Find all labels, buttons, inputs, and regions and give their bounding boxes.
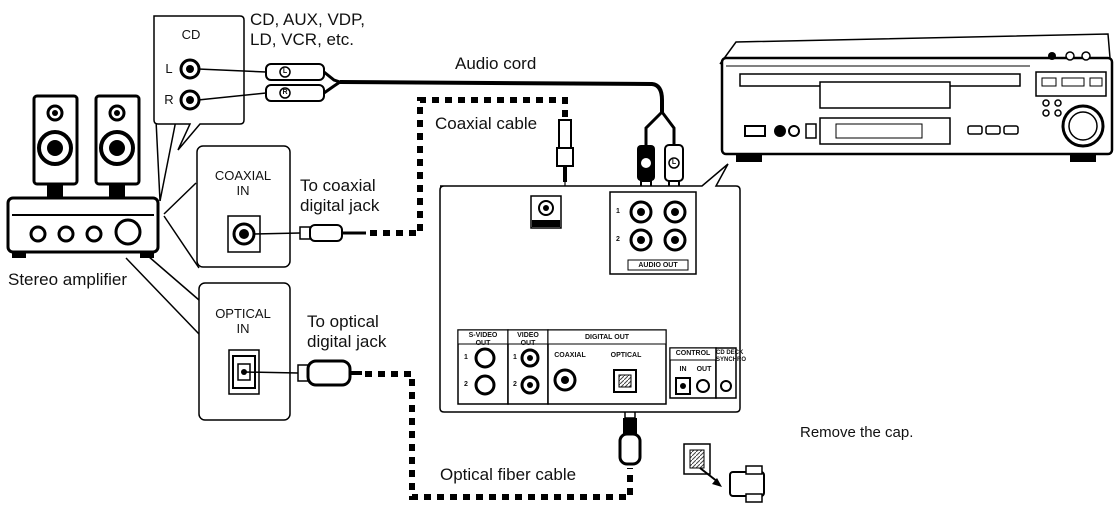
svideo-out-label: S-VIDEO OUT: [468, 332, 498, 347]
cd-player-device: [719, 33, 1114, 162]
audio-out-label: AUDIO OUT: [638, 262, 678, 269]
audio-cord: [197, 63, 684, 196]
coaxial-cable-label: Coaxial cable: [435, 114, 538, 133]
right-speaker: [94, 94, 141, 202]
audio-jack-num-1: 1: [616, 208, 620, 215]
source-devices-label: CD, AUX, VDP, LD, VCR, etc.: [250, 10, 365, 49]
optical-in-label: OPTICAL IN: [215, 306, 271, 336]
optical-callout-box: [198, 282, 291, 421]
rear-panel: [439, 163, 741, 413]
video-out-label: VIDEO OUT: [517, 332, 539, 347]
video-jack-num-1: 1: [513, 354, 517, 361]
plug-letter-left: L: [282, 68, 288, 75]
plug-letter-right-device: R: [643, 159, 649, 166]
svideo-jack-num-2: 2: [464, 381, 468, 388]
optical-port-label: OPTICAL: [610, 352, 642, 359]
coaxial-in-label: COAXIAL IN: [214, 168, 272, 198]
optical-fiber-cable-label: Optical fiber cable: [440, 465, 577, 484]
video-jack-num-2: 2: [513, 381, 517, 388]
plug-letter-right: R: [282, 89, 288, 96]
coaxial-port-label: COAXIAL: [554, 352, 586, 359]
cd-left-label: L: [165, 61, 173, 76]
remove-cap-label: Remove the cap.: [800, 424, 914, 441]
control-in-label: IN: [679, 366, 687, 373]
coaxial-callout-box: [196, 145, 291, 268]
audio-jack-num-2: 2: [616, 236, 620, 243]
control-label: CONTROL: [675, 350, 711, 357]
control-out-label: OUT: [696, 366, 712, 373]
plug-letter-left-device: L: [671, 159, 677, 166]
optical-jack-label: To optical digital jack: [307, 312, 387, 351]
left-speaker: [32, 94, 79, 202]
audio-cord-label: Audio cord: [455, 54, 537, 73]
cd-deck-synchro-label: CD DECK SYNCHRO: [716, 350, 747, 363]
cd-right-label: R: [164, 92, 174, 107]
cap-removal-icon: [683, 443, 765, 503]
digital-out-label: DIGITAL OUT: [584, 334, 630, 341]
coaxial-jack-label: To coaxial digital jack: [300, 176, 380, 215]
stereo-amplifier-icon: [6, 196, 160, 258]
stereo-amplifier-label: Stereo amplifier: [8, 270, 128, 289]
svideo-jack-num-1: 1: [464, 354, 468, 361]
cd-box-title: CD: [181, 27, 201, 42]
